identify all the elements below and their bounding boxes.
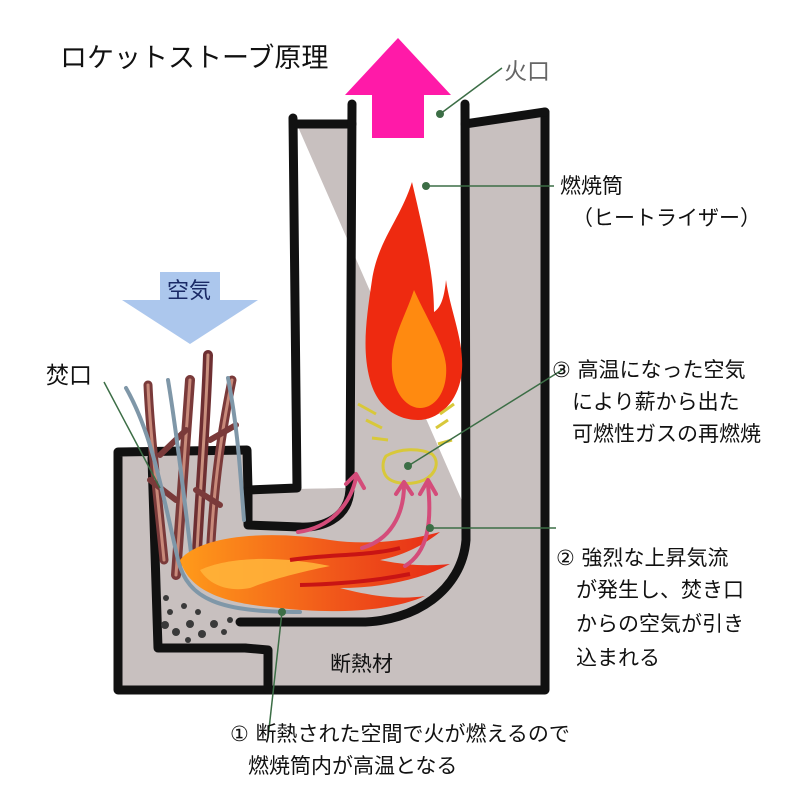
leader-lines xyxy=(103,67,563,739)
leader-note3 xyxy=(407,369,563,467)
lower-fire xyxy=(180,532,450,612)
feed-opening-label: 焚口 xyxy=(46,363,92,389)
upper-flame xyxy=(365,182,463,420)
note1-line1: ① 断熱された空間で火が燃えるので xyxy=(230,722,570,746)
insulation-label: 断熱材 xyxy=(330,652,393,676)
outline-feed-inner xyxy=(147,453,250,653)
outline-inner-right xyxy=(235,99,471,627)
note2-line1: ② 強烈な上昇気流 xyxy=(556,546,729,570)
note2-line2: が発生し、焚き口 xyxy=(576,578,744,602)
leader-dots xyxy=(278,110,444,616)
outlet-arrow xyxy=(345,38,451,138)
note3-line3: 可燃性ガスの再燃焼 xyxy=(572,422,761,446)
outline-outer-top-right xyxy=(460,107,550,129)
outline-base-step xyxy=(240,643,273,695)
note1-line2: 燃焼筒内が高温となる xyxy=(248,754,458,778)
chamber-label-line1: 燃焼筒 xyxy=(560,174,623,198)
page-title: ロケットストーブ原理 xyxy=(60,43,329,74)
note2-line4: 込まれる xyxy=(576,646,660,670)
outlet-label: 火口 xyxy=(504,59,550,85)
note3-line2: により薪から出た xyxy=(572,390,740,414)
upward-airflow-arrows xyxy=(296,472,438,568)
note2-line3: からの空気が引き xyxy=(576,612,744,636)
chamber-label-line2: （ヒートライザー） xyxy=(572,206,761,230)
air-arrow xyxy=(122,272,258,344)
note3-line1: ③ 高温になった空気 xyxy=(552,358,746,382)
air-label: 空気 xyxy=(167,279,212,304)
insulation-right-wall xyxy=(268,112,545,690)
insulation-left-wall xyxy=(118,120,352,690)
ash-pebbles xyxy=(161,595,233,643)
leader-feed xyxy=(103,381,161,489)
leader-outlet xyxy=(439,67,503,115)
leader-note1 xyxy=(267,611,283,739)
